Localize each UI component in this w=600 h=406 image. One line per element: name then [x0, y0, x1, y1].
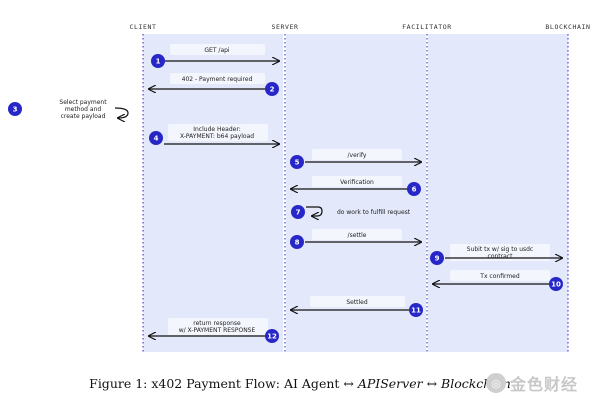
step-num-5: 5 [295, 159, 300, 167]
step-badge-6 [407, 182, 421, 196]
step-num-12: 12 [267, 333, 277, 341]
msg-submit-2: contract [488, 253, 514, 260]
step-badge-10 [549, 277, 563, 291]
step-num-9: 9 [435, 255, 440, 263]
step-num-2: 2 [270, 86, 275, 94]
msg-header-2: X-PAYMENT: b64 payload [180, 133, 254, 140]
step-badge-2 [265, 82, 279, 96]
msg-get-api: GET /api [204, 47, 230, 54]
msg-header-1: Include Header: [193, 126, 241, 133]
msg-submit-1: Subit tx w/ sig to usdc [467, 246, 533, 253]
step-badge-9 [430, 251, 444, 265]
msg-return-2: w/ X-PAYMENT RESPONSE [179, 327, 256, 334]
msg-do-work: do work to fulfill request [337, 209, 411, 216]
step-badge-5 [290, 155, 304, 169]
step-badge-3 [8, 102, 22, 116]
msg-verification: Verification [340, 179, 374, 186]
msg-return-1: return response [193, 320, 241, 327]
self-loop-do-work [306, 206, 323, 216]
step-badge-12 [265, 329, 279, 343]
lane-label-facilitator: FACILITATOR [402, 23, 452, 31]
gold-coin-logo-icon: ◎ [486, 373, 506, 393]
msg-settled: Settled [346, 299, 368, 306]
msg-select-2: method and [65, 106, 102, 113]
watermark-text: 金色财经 [510, 375, 579, 394]
lane-label-server: SERVER [271, 23, 298, 31]
msg-select-3: create payload [61, 113, 106, 120]
lane-label-blockchain: BLOCKCHAIN [545, 23, 590, 31]
figure-caption: Figure 1: x402 Payment Flow: AI Agent ↔ … [0, 376, 600, 391]
lane-label-client: CLIENT [129, 23, 156, 31]
caption-prefix: Figure 1: x402 Payment Flow: AI Agent ↔ [89, 376, 358, 391]
step-badge-11 [409, 303, 423, 317]
step-num-6: 6 [412, 186, 417, 194]
caption-arrow: ↔ [422, 376, 442, 391]
step-badge-1 [151, 54, 165, 68]
msg-tx-confirmed: Tx confirmed [479, 273, 520, 280]
step-num-3: 3 [13, 106, 18, 114]
watermark: ◎ 金色财经 [486, 370, 596, 396]
step-num-11: 11 [411, 307, 421, 315]
facilitator-lane-panel [428, 34, 568, 352]
step-num-7: 7 [296, 209, 301, 217]
step-badge-8 [290, 235, 304, 249]
msg-settle: /settle [348, 232, 367, 239]
step-num-8: 8 [295, 239, 300, 247]
client-lane-panel [143, 34, 283, 352]
msg-verify: /verify [348, 152, 367, 159]
step-badge-4 [149, 131, 163, 145]
caption-api-server: APIServer [357, 376, 423, 391]
step-num-10: 10 [551, 281, 561, 289]
step-num-4: 4 [154, 135, 159, 143]
step-num-1: 1 [156, 58, 161, 66]
self-loop-select-payment [114, 107, 129, 118]
step-badge-7 [291, 205, 305, 219]
msg-402: 402 - Payment required [182, 76, 253, 83]
msg-select-1: Select payment [59, 99, 107, 106]
